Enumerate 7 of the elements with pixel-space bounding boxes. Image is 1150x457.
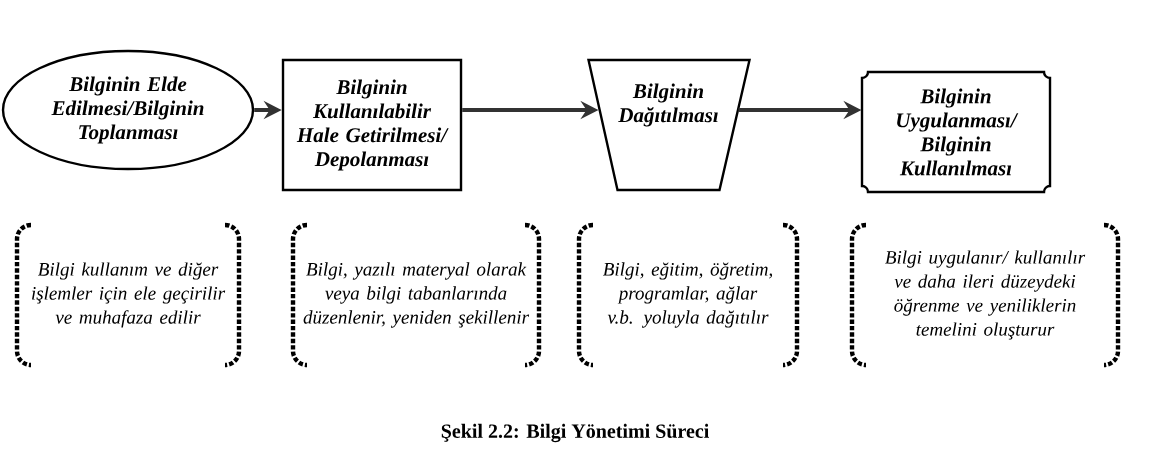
process-box: Bilginin Kullanılabilir Hale Getirilmesi/ Depolanması [281, 58, 463, 192]
bracketed-note: Bilgi, yazılı materyal olarak veya bilgi tabanlarında düzenlenir, yeniden şekillenir [290, 222, 542, 368]
process-box: Bilginin Uygulanması/ Bilginin Kullanılması [860, 70, 1052, 194]
bracketed-note: Bilgi, eğitim, öğretim, programlar, ağlar v.b. yoluyla dağıtılır [576, 222, 800, 368]
caption: Şekil 2.2: Bilgi Yönetimi Süreci [441, 423, 709, 443]
bracketed-note: Bilgi kullanım ve diğer işlemler için ele geçirilir ve muhafaza edilir [14, 222, 242, 368]
bracketed-note: Bilgi uygulanır/ kullanılır ve daha ileri düzeydeki öğrenme ve yeniliklerin temelini oluşturur [849, 222, 1121, 368]
